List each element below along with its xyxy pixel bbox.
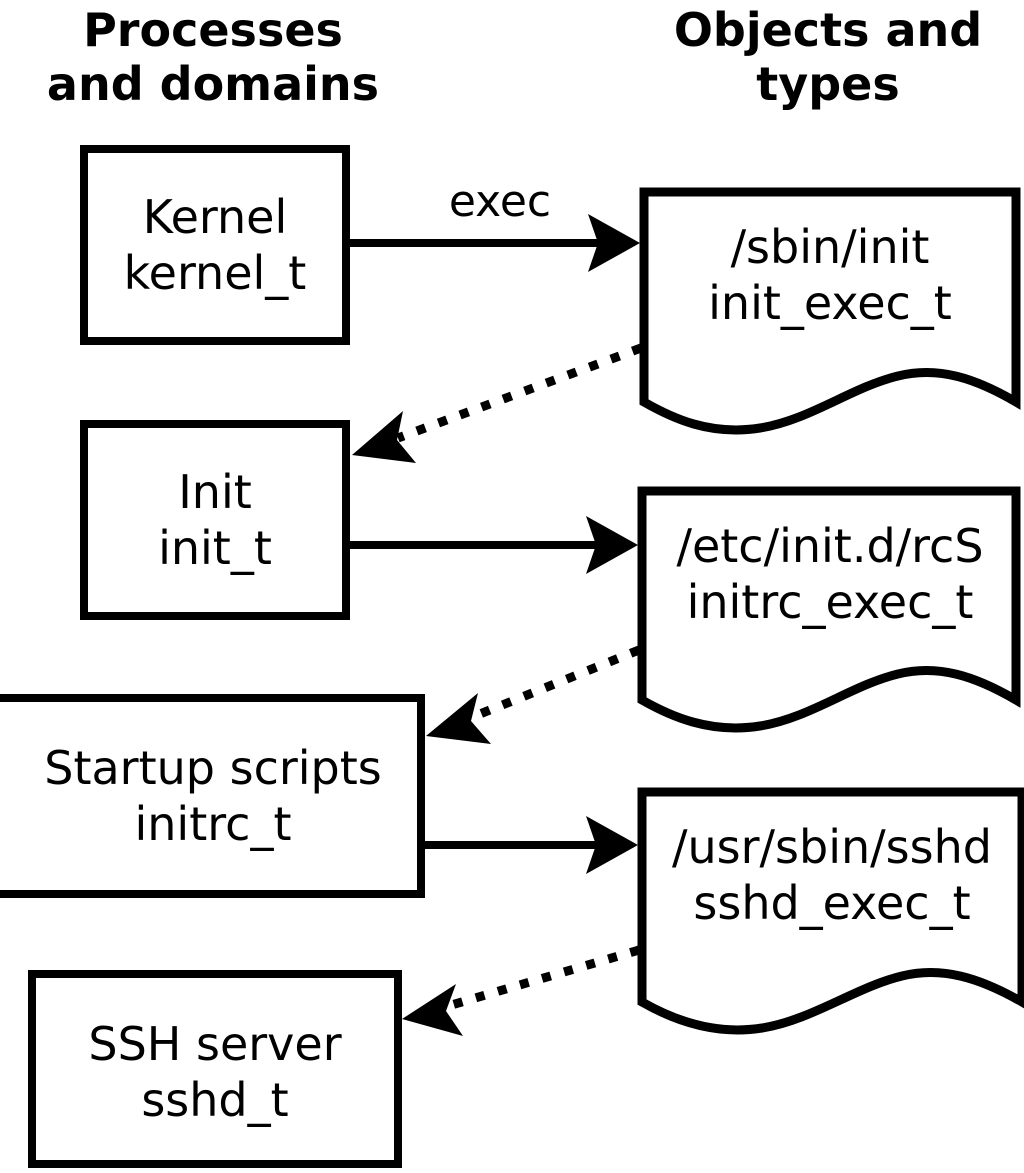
node-sbin-init-document[interactable] (639, 187, 1021, 435)
node-ssh-server-box[interactable] (28, 970, 402, 1168)
column-heading-objects: Objects and types (674, 3, 982, 111)
edge-initrc-exec-sshd-exec (425, 816, 638, 874)
node-startup-scripts[interactable]: Startup scripts initrc_t (0, 694, 425, 898)
edge-kernel-exec-init-exec: exec (350, 176, 640, 272)
node-kernel[interactable]: Kernel kernel_t (80, 145, 350, 345)
column-heading-processes: Processes and domains (47, 3, 379, 111)
node-kernel-label-line2: kernel_t (124, 246, 307, 300)
node-kernel-box[interactable] (80, 145, 350, 345)
node-startup-scripts-label-line1: Startup scripts (44, 741, 382, 795)
node-sbin-init-label-line2: init_exec_t (708, 276, 952, 330)
node-usr-sbin-sshd[interactable]: /usr/sbin/sshd sshd_exec_t (637, 787, 1024, 1035)
arrowhead-init-exec-transition (352, 411, 416, 463)
arrowhead-kernel-exec (588, 214, 640, 272)
heading-processes-line1: Processes (83, 3, 343, 57)
node-etc-initd-rcs-label-line2: initrc_exec_t (687, 575, 974, 629)
arrowhead-init-exec (586, 516, 638, 574)
node-etc-initd-rcs[interactable]: /etc/init.d/rcS initrc_exec_t (637, 486, 1021, 733)
heading-processes-line2: and domains (47, 57, 379, 111)
node-etc-initd-rcs-label-line1: /etc/init.d/rcS (676, 519, 983, 573)
node-kernel-label-line1: Kernel (143, 190, 288, 244)
edge-sshd-exec-transition-sshd (402, 945, 641, 1036)
edge-line-sshd-exec-transition (446, 945, 641, 1011)
edge-initrc-exec-transition-initrc (426, 645, 641, 744)
node-init-label-line2: init_t (158, 521, 272, 575)
heading-objects-line1: Objects and (674, 3, 982, 57)
node-startup-scripts-box[interactable] (0, 694, 425, 898)
arrowhead-initrc-exec (586, 816, 638, 874)
node-sbin-init-label-line1: /sbin/init (731, 220, 930, 274)
arrowhead-sshd-exec-transition (402, 984, 463, 1036)
node-init-box[interactable] (80, 420, 350, 620)
node-etc-initd-rcs-document[interactable] (637, 486, 1021, 733)
node-ssh-server[interactable]: SSH server sshd_t (28, 970, 402, 1168)
arrowhead-initrc-exec-transition (426, 693, 491, 744)
node-usr-sbin-sshd-label-line1: /usr/sbin/sshd (672, 820, 992, 874)
edge-label-exec: exec (449, 176, 551, 227)
edge-init-exec-transition-init (352, 343, 643, 463)
edge-init-exec-initrc-exec (350, 516, 638, 574)
node-usr-sbin-sshd-document[interactable] (637, 787, 1024, 1035)
edge-line-init-exec-transition (396, 343, 643, 443)
node-ssh-server-label-line1: SSH server (88, 1017, 341, 1071)
node-usr-sbin-sshd-label-line2: sshd_exec_t (693, 876, 970, 930)
node-ssh-server-label-line2: sshd_t (141, 1073, 288, 1127)
node-sbin-init[interactable]: /sbin/init init_exec_t (639, 187, 1021, 435)
node-init[interactable]: Init init_t (80, 420, 350, 620)
heading-objects-line2: types (756, 57, 899, 111)
node-init-label-line1: Init (178, 465, 252, 519)
edge-line-initrc-exec-transition (468, 645, 641, 723)
node-startup-scripts-label-line2: initrc_t (135, 797, 292, 851)
